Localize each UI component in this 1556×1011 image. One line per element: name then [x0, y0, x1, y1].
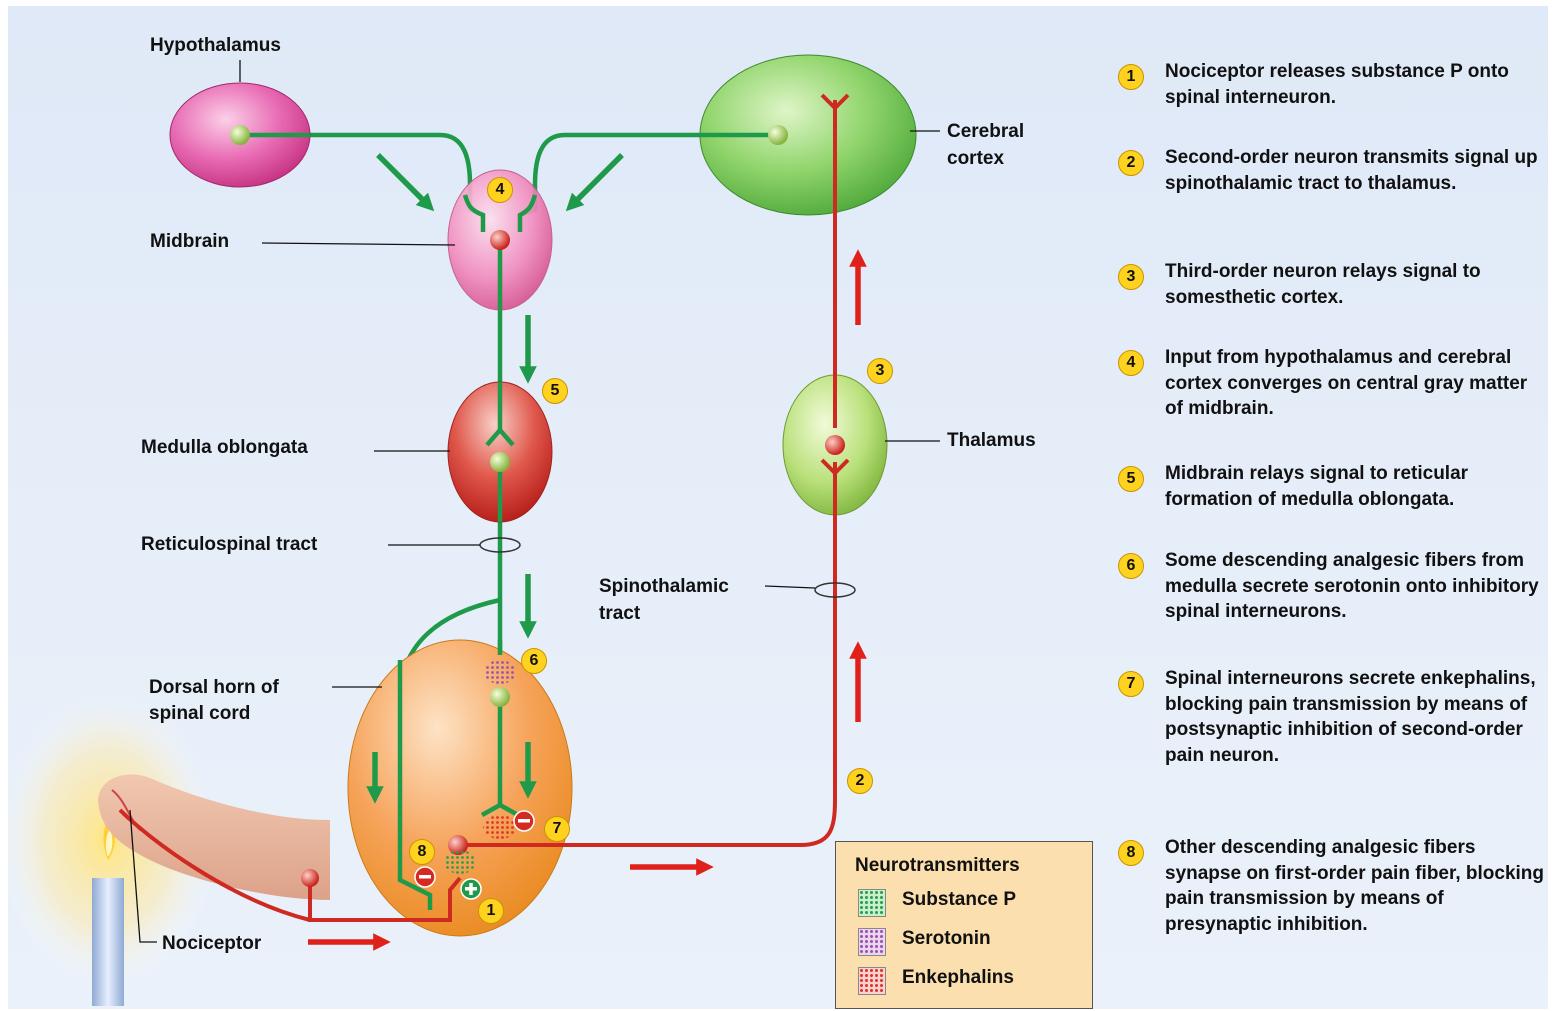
dorsal-horn-shape — [348, 640, 572, 936]
dorsal-horn-label-line1: Dorsal horn of — [149, 674, 279, 701]
step-number: 2 — [1118, 150, 1144, 176]
substance-p-swatch — [858, 889, 886, 917]
marker-6: 6 — [521, 648, 547, 674]
midbrain-neuron — [490, 230, 510, 250]
marker-5: 5 — [542, 378, 568, 404]
legend-label: Serotonin — [902, 928, 991, 950]
step-number: 6 — [1118, 553, 1144, 579]
marker-1: 1 — [478, 898, 504, 924]
thalamus-neuron — [825, 435, 845, 455]
hypothalamus-neuron — [230, 125, 250, 145]
serotonin-cluster — [484, 660, 516, 684]
enkephalins-swatch — [858, 967, 886, 995]
cerebral-cortex-label-line2: cortex — [947, 145, 1004, 172]
serotonin-swatch — [858, 928, 886, 956]
substance-p-cluster — [444, 850, 476, 874]
nociceptor-label: Nociceptor — [162, 930, 261, 957]
legend-label: Substance P — [902, 889, 1016, 911]
step-text: Midbrain relays signal to reticular form… — [1165, 461, 1545, 512]
spinal-interneuron — [490, 687, 510, 707]
step-number: 4 — [1118, 350, 1144, 376]
step-number: 3 — [1118, 264, 1144, 290]
marker-8: 8 — [409, 839, 435, 865]
spinothalamic-label-line2: tract — [599, 600, 640, 627]
medulla-label: Medulla oblongata — [141, 434, 308, 461]
marker-4: 4 — [487, 177, 513, 203]
legend-title: Neurotransmitters — [855, 855, 1020, 877]
cortex-neuron — [768, 125, 788, 145]
step-number: 8 — [1118, 840, 1144, 866]
step-text: Some descending analgesic fibers from me… — [1165, 548, 1545, 625]
step-number: 5 — [1118, 466, 1144, 492]
marker-3: 3 — [867, 358, 893, 384]
step-text: Spinal interneurons secrete enkephalins,… — [1165, 666, 1545, 768]
step-number: 7 — [1118, 671, 1144, 697]
step-number: 1 — [1118, 64, 1144, 90]
step-text: Nociceptor releases substance P onto spi… — [1165, 59, 1545, 110]
reticulospinal-label: Reticulospinal tract — [141, 531, 317, 558]
dorsal-horn-label-line2: spinal cord — [149, 700, 250, 727]
enkephalin-cluster — [483, 815, 517, 839]
legend-label: Enkephalins — [902, 967, 1014, 989]
nociceptor-terminal — [301, 869, 319, 887]
marker-7: 7 — [544, 816, 570, 842]
medulla-neuron — [490, 452, 510, 472]
neurotransmitter-legend: Neurotransmitters Substance P Serotonin … — [835, 841, 1093, 1009]
step-text: Other descending analgesic fibers synaps… — [1165, 835, 1545, 937]
thalamus-label: Thalamus — [947, 427, 1036, 454]
midbrain-label: Midbrain — [150, 228, 229, 255]
step-text: Input from hypothalamus and cerebral cor… — [1165, 345, 1545, 422]
hypothalamus-label: Hypothalamus — [150, 32, 281, 59]
marker-2: 2 — [847, 768, 873, 794]
step-text: Third-order neuron relays signal to some… — [1165, 259, 1545, 310]
step-text: Second-order neuron transmits signal up … — [1165, 145, 1545, 196]
spinothalamic-label-line1: Spinothalamic — [599, 573, 729, 600]
cerebral-cortex-label-line1: Cerebral — [947, 118, 1024, 145]
